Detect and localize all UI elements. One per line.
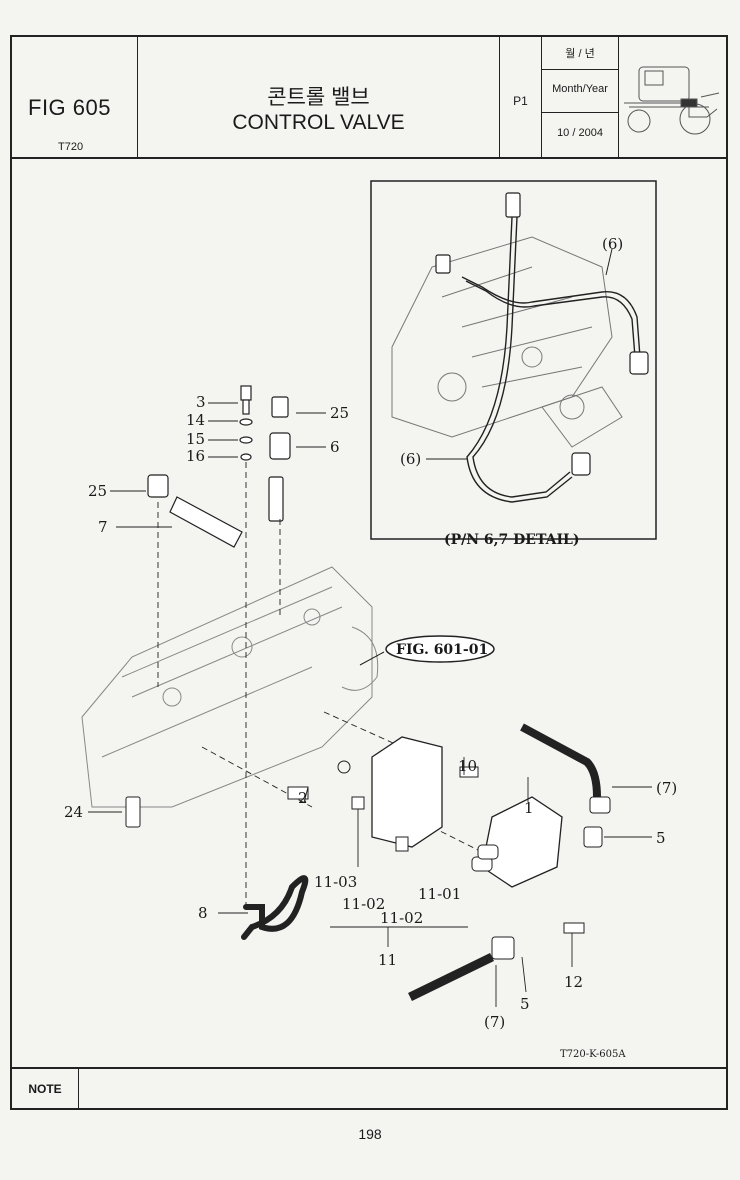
valve-port — [477, 844, 499, 860]
page-ref-cell: P1 — [500, 37, 542, 157]
detail-hose-6 — [466, 216, 573, 503]
note-row: NOTE — [12, 1067, 726, 1110]
callout-label: 8 — [198, 904, 208, 922]
callout-label: 1 — [524, 799, 534, 817]
exploded-parts-diagram: (6) (6) (P/N 6,7 DETAIL) FIG. 601-01 — [12, 157, 726, 1067]
callout-label: 7 — [98, 518, 108, 536]
figure-reference-bubble — [385, 635, 495, 663]
month-year-korean: 월 / 년 — [565, 48, 595, 60]
title-english: CONTROL VALVE — [232, 111, 405, 134]
callout-label: 5 — [656, 829, 666, 847]
detail-elbow-fitting — [629, 351, 649, 375]
detail-box — [370, 180, 657, 540]
detail-elbow-fitting — [571, 452, 591, 476]
title-korean: 콘트롤 밸브 — [267, 86, 370, 109]
control-valve-1 — [481, 796, 563, 888]
bolt-12 — [563, 922, 585, 934]
callout-label: 10 — [458, 757, 477, 775]
assembly-guide-lines — [157, 462, 493, 907]
figure-number-cell: FIG 605 T720 — [12, 37, 138, 157]
divider — [542, 69, 618, 70]
callout-label: 25 — [88, 482, 107, 500]
callout-label: (7) — [656, 779, 677, 797]
note-label: NOTE — [12, 1069, 79, 1110]
callout-label: 15 — [186, 430, 205, 448]
figure-reference: FIG. 601-01 — [396, 642, 488, 658]
page-number: 198 — [358, 1126, 382, 1142]
callout-label: 11-03 — [314, 873, 357, 891]
detail-caption: (P/N 6,7 DETAIL) — [444, 532, 580, 548]
bolt-parts-stack — [239, 385, 253, 461]
plug-11-02 — [395, 836, 409, 852]
leader-line — [605, 248, 613, 276]
plug-11-03 — [351, 796, 365, 810]
model-label: T720 — [58, 141, 84, 153]
engine-block-outline — [81, 566, 379, 808]
plug-24 — [125, 796, 141, 828]
bolt-10 — [459, 766, 479, 778]
page-frame: FIG 605 T720 콘트롤 밸브 CONTROL VALVE P1 월 /… — [10, 35, 728, 1110]
valve-plate-11 — [371, 736, 443, 848]
callout-label: 6 — [330, 438, 340, 456]
drawing-code: T720-K-605A — [560, 1049, 626, 1060]
pipe-8 — [241, 875, 309, 940]
detail-elbow-fitting — [435, 254, 451, 274]
callout-label: 14 — [186, 411, 205, 429]
month-year-cell: 월 / 년 Month/Year 10 / 2004 — [542, 37, 619, 157]
o-ring — [337, 760, 351, 774]
hose-6-lower — [408, 952, 494, 1002]
hose-6-fitting — [268, 396, 291, 522]
callout-leaders-left — [88, 402, 326, 914]
callout-label: 24 — [64, 803, 83, 821]
detail-hose-7 — [461, 276, 641, 358]
callout-label: 16 — [186, 447, 205, 465]
callout-label: 11-02 — [342, 895, 385, 913]
callout-label: (6) — [602, 235, 623, 253]
fitting-5-lower — [491, 936, 515, 960]
header-block: FIG 605 T720 콘트롤 밸브 CONTROL VALVE P1 월 /… — [12, 37, 726, 159]
hose-7-fitting — [147, 474, 243, 548]
callout-label: (7) — [484, 1013, 505, 1031]
callout-label: 5 — [520, 995, 530, 1013]
callout-label: (6) — [400, 450, 421, 468]
fitting-2 — [287, 786, 309, 800]
month-year-label: Month/Year — [552, 83, 608, 95]
callout-label: 3 — [196, 393, 206, 411]
page-ref: P1 — [513, 94, 528, 108]
revision-date: 10 / 2004 — [557, 127, 603, 139]
tractor-thumbnail-icon — [624, 66, 720, 135]
divider — [542, 112, 618, 113]
callout-label: 11 — [378, 951, 397, 969]
fitting-5 — [583, 826, 603, 848]
fitting-7 — [589, 796, 611, 814]
callout-label: 25 — [330, 404, 349, 422]
tractor-thumbnail-cell — [619, 37, 726, 157]
callout-label: 11-01 — [418, 885, 461, 903]
leader-line — [359, 651, 385, 666]
callout-label: 11-02 — [380, 909, 423, 927]
callout-label: 2 — [298, 789, 308, 807]
callout-leaders-right — [303, 757, 652, 1007]
detail-fitting — [505, 192, 521, 218]
detail-valve-body — [391, 236, 623, 448]
hose-7-lower — [520, 723, 601, 798]
title-cell: 콘트롤 밸브 CONTROL VALVE — [138, 37, 500, 157]
figure-number: FIG 605 — [28, 95, 111, 120]
callout-label: 12 — [564, 973, 583, 991]
